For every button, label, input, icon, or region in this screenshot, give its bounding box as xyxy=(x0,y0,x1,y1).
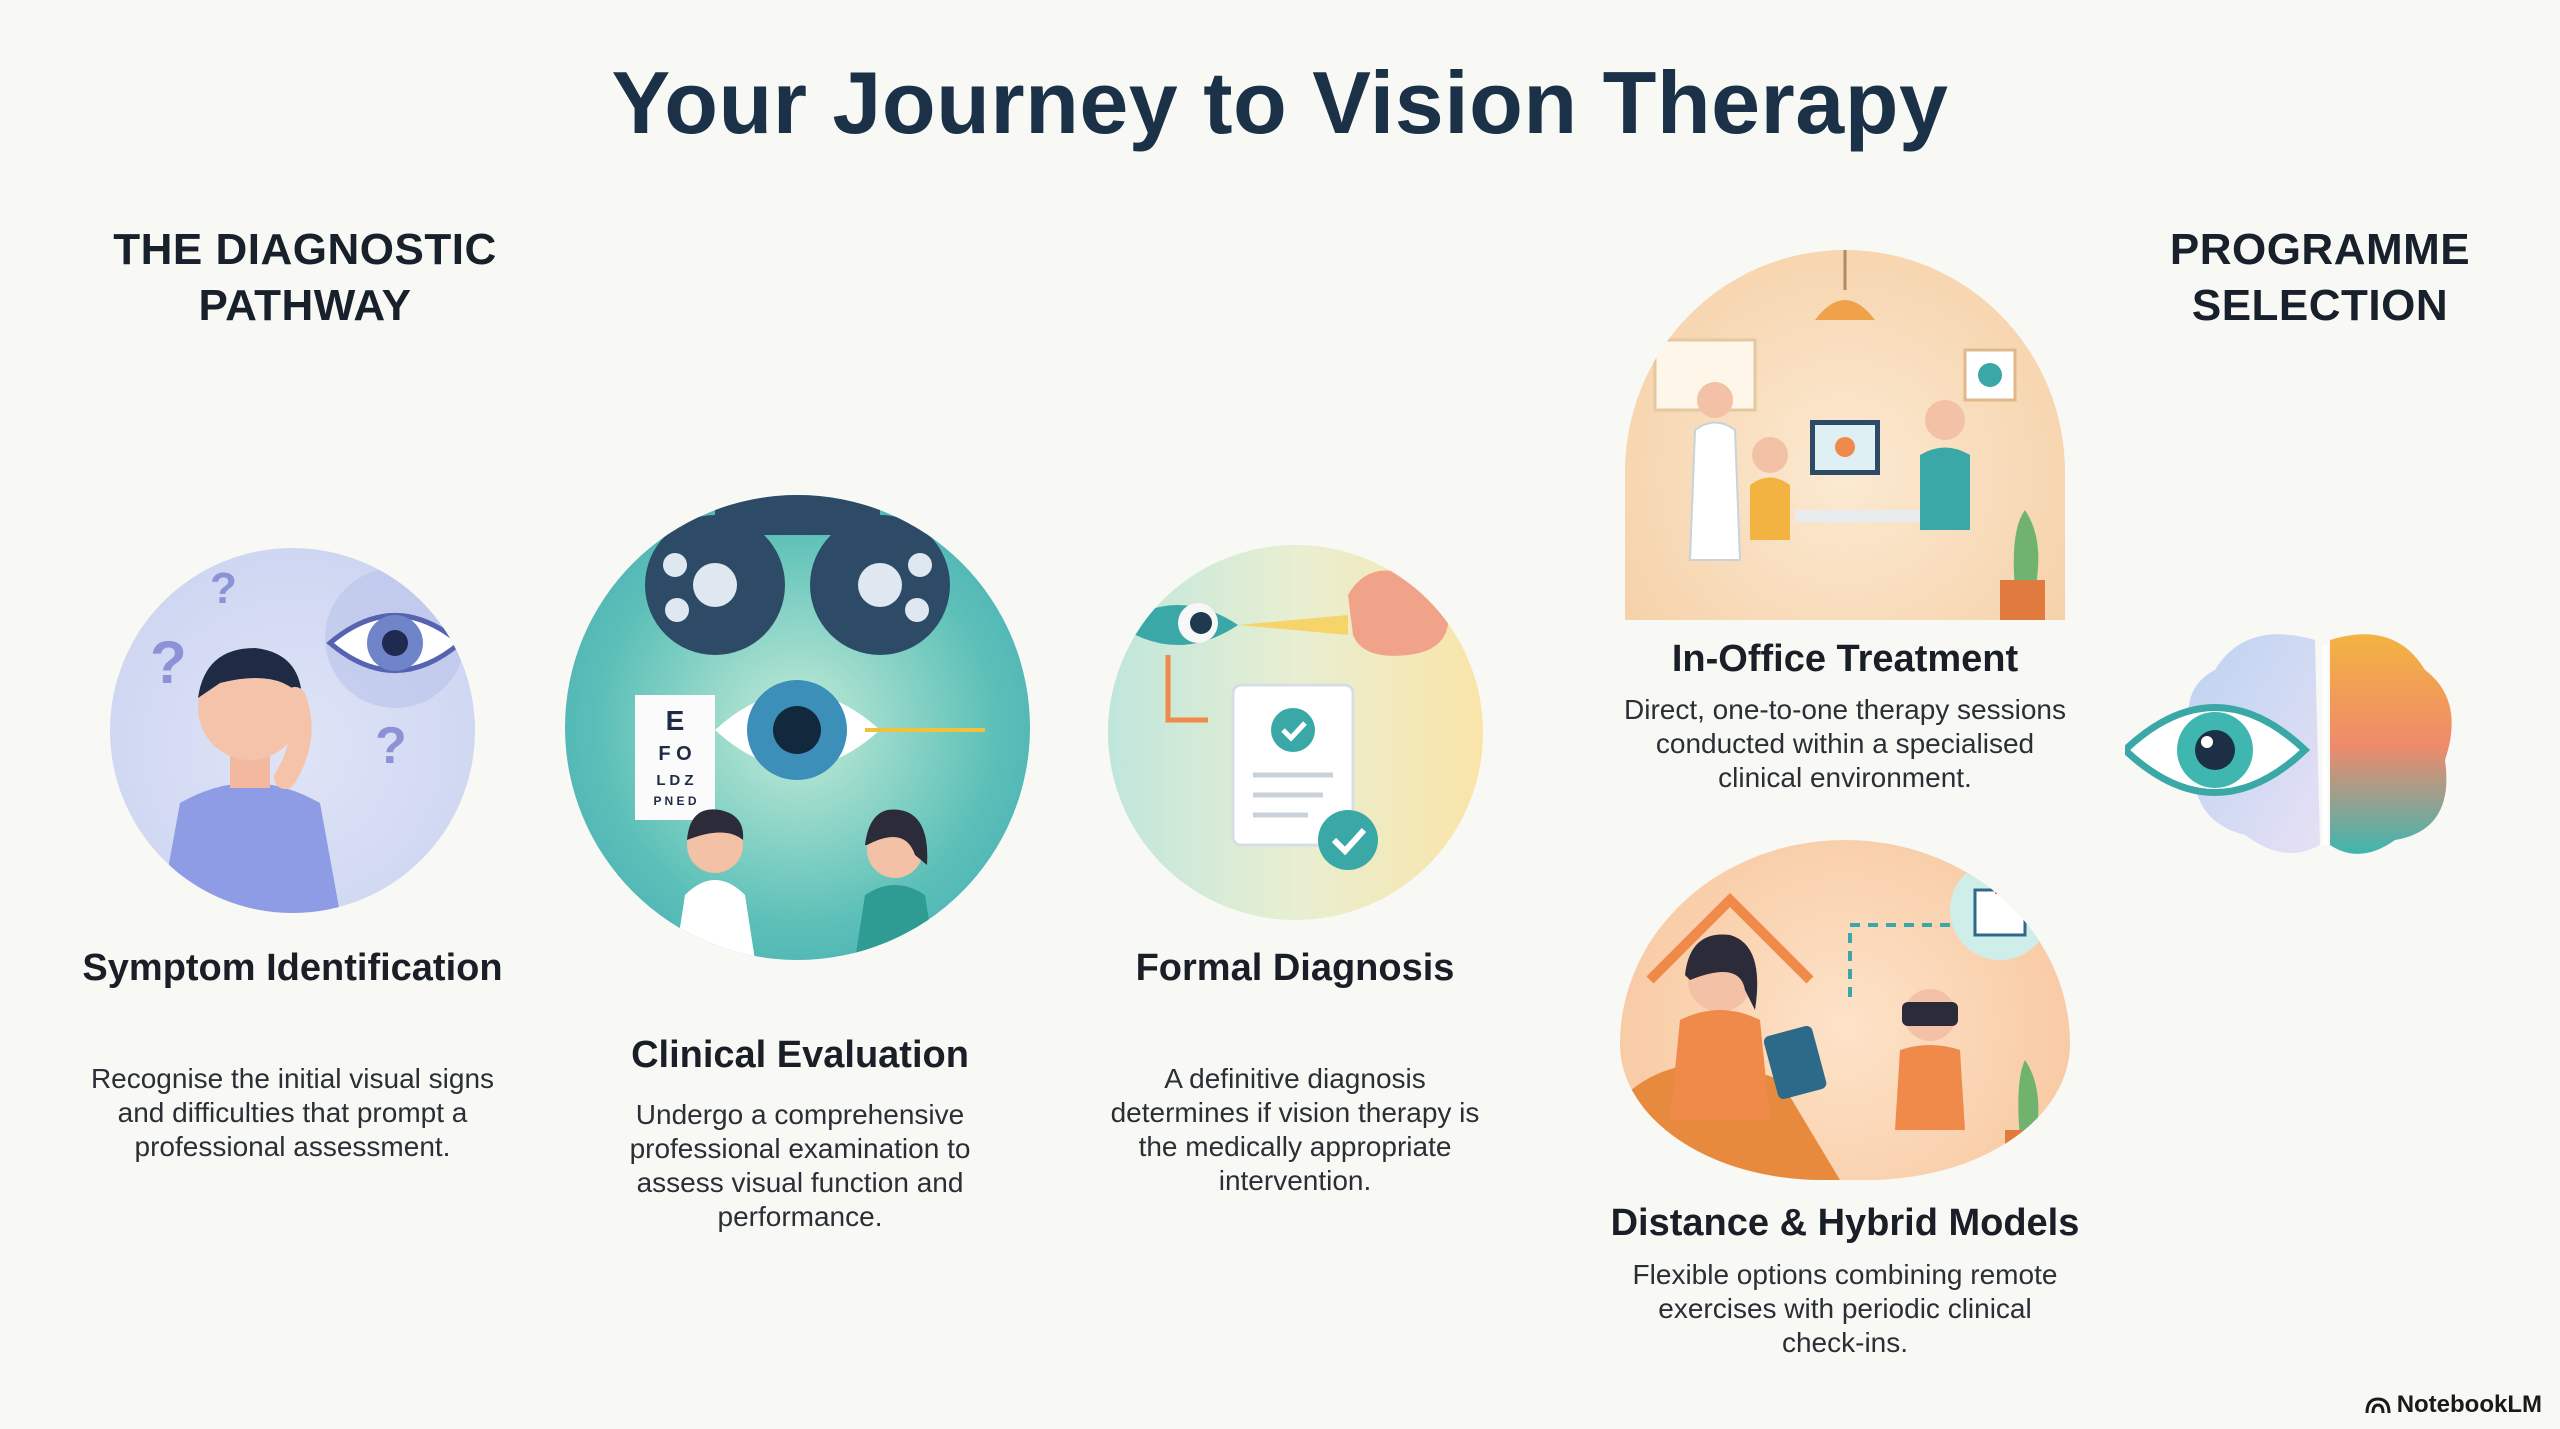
svg-text:?: ? xyxy=(150,629,187,696)
notebooklm-brand: NotebookLM xyxy=(2365,1391,2542,1419)
step-clinical-title: Clinical Evaluation xyxy=(631,1034,969,1076)
eye-chart: E F O L D Z P N E D xyxy=(653,705,696,808)
clinic-session-icon xyxy=(1653,250,2045,620)
programme-in-office-description: Direct, one-to-one therapy sessions cond… xyxy=(1624,694,2066,793)
step-diagnosis-description: A definitive diagnosis determines if vis… xyxy=(1110,1063,1480,1196)
section-programme-selection: PROGRAMME SELECTION xyxy=(2169,225,2471,330)
phoropter-exam-icon: E F O L D Z P N E D xyxy=(635,495,985,960)
step-diagnosis-title: Formal Diagnosis xyxy=(1135,947,1455,989)
step-clinical-description: Undergo a comprehensive professional exa… xyxy=(629,1099,971,1232)
brand-label: NotebookLM xyxy=(2396,1391,2542,1418)
confused-person-eye-icon: ? ? ? xyxy=(150,564,465,913)
eye-chart-row-4: P N E D xyxy=(653,794,696,808)
symptom-identification-illustration: ? ? ? xyxy=(110,548,475,913)
in-office-treatment-illustration xyxy=(1625,250,2065,620)
home-vr-session-icon xyxy=(1620,860,2050,1180)
programme-distance-title: Distance & Hybrid Models xyxy=(1610,1202,2080,1244)
formal-diagnosis-illustration xyxy=(1108,545,1483,920)
svg-text:?: ? xyxy=(210,564,237,613)
step-symptom-description: Recognise the initial visual signs and d… xyxy=(90,1063,495,1162)
clinical-evaluation-illustration: E F O L D Z P N E D xyxy=(565,495,1030,960)
programme-distance-description: Flexible options combining remote exerci… xyxy=(1632,1259,2058,1358)
distance-hybrid-illustration xyxy=(1620,840,2070,1180)
eye-chart-row-2: F O xyxy=(658,743,691,765)
step-symptom-title: Symptom Identification xyxy=(82,947,503,989)
eye-chart-row-1: E xyxy=(666,705,685,736)
diagnosis-document-icon xyxy=(1118,570,1449,870)
svg-text:?: ? xyxy=(375,717,407,775)
section-diagnostic-pathway: THE DIAGNOSTIC PATHWAY xyxy=(113,225,497,330)
notebooklm-logo-icon xyxy=(2365,1395,2391,1415)
eye-brain-icon xyxy=(2125,620,2475,875)
page-title: Your Journey to Vision Therapy xyxy=(611,53,1949,152)
programme-in-office-title: In-Office Treatment xyxy=(1671,638,2019,680)
eye-chart-row-3: L D Z xyxy=(656,772,693,789)
